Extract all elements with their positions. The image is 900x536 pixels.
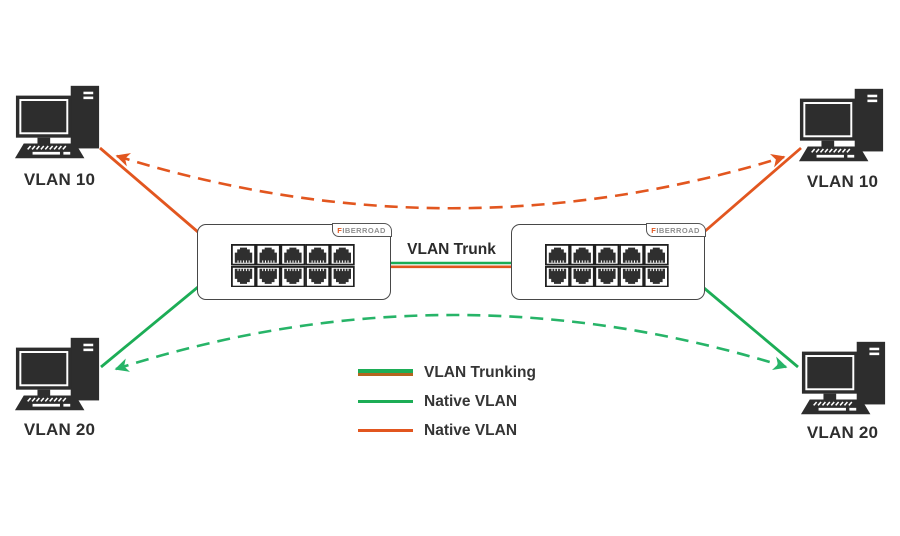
pc-icon-top-right bbox=[797, 87, 887, 165]
trunk-label: VLAN Trunk bbox=[407, 241, 496, 258]
rj45-port-icon bbox=[255, 265, 281, 287]
legend-label: Native VLAN bbox=[424, 392, 518, 410]
port-grid bbox=[231, 243, 355, 287]
rj45-port-icon bbox=[594, 243, 620, 265]
pc-icon-top-left bbox=[13, 84, 103, 162]
rj45-port-icon bbox=[231, 265, 256, 287]
legend-swatch-trunk-icon bbox=[358, 369, 413, 376]
legend-item-native-green: Native VLAN bbox=[358, 387, 536, 416]
legend-label: Native VLAN bbox=[424, 421, 518, 439]
vlan20-traffic-dashed-arc bbox=[114, 313, 788, 372]
rj45-port-icon bbox=[305, 243, 331, 265]
port-grid bbox=[545, 243, 669, 287]
rj45-port-icon bbox=[545, 265, 570, 287]
legend: VLAN Trunking Native VLAN Native VLAN bbox=[358, 358, 536, 445]
rj45-port-icon bbox=[619, 265, 645, 287]
native-vlan-link-orange-left bbox=[99, 146, 199, 234]
rj45-port-icon bbox=[619, 243, 645, 265]
native-vlan-link-green-right bbox=[703, 286, 799, 369]
rj45-port-icon bbox=[643, 243, 669, 265]
pc-icon-bottom-right bbox=[799, 340, 889, 418]
rj45-port-icon bbox=[305, 265, 331, 287]
legend-swatch-orange-icon bbox=[358, 429, 413, 432]
node-label-vlan20-left: VLAN 20 bbox=[23, 420, 96, 439]
rj45-port-icon bbox=[255, 243, 281, 265]
rj45-port-icon bbox=[643, 265, 669, 287]
rj45-port-icon bbox=[329, 243, 355, 265]
rj45-port-icon bbox=[329, 265, 355, 287]
rj45-port-icon bbox=[594, 265, 620, 287]
rj45-port-icon bbox=[569, 265, 595, 287]
rj45-port-icon bbox=[569, 243, 595, 265]
node-label-vlan10-left: VLAN 10 bbox=[23, 170, 96, 189]
node-label-vlan10-right: VLAN 10 bbox=[806, 172, 879, 191]
legend-item-native-orange: Native VLAN bbox=[358, 416, 536, 445]
node-label-vlan20-right: VLAN 20 bbox=[806, 423, 879, 442]
rj45-port-icon bbox=[280, 265, 306, 287]
rj45-port-icon bbox=[545, 243, 570, 265]
legend-swatch-green-icon bbox=[358, 400, 413, 403]
legend-item-trunking: VLAN Trunking bbox=[358, 358, 536, 387]
native-vlan-link-green-left bbox=[100, 285, 199, 369]
rj45-port-icon bbox=[231, 243, 256, 265]
pc-icon-bottom-left bbox=[13, 336, 103, 414]
vlan10-traffic-dashed-arc bbox=[115, 153, 786, 210]
rj45-port-icon bbox=[280, 243, 306, 265]
legend-label: VLAN Trunking bbox=[424, 363, 536, 381]
